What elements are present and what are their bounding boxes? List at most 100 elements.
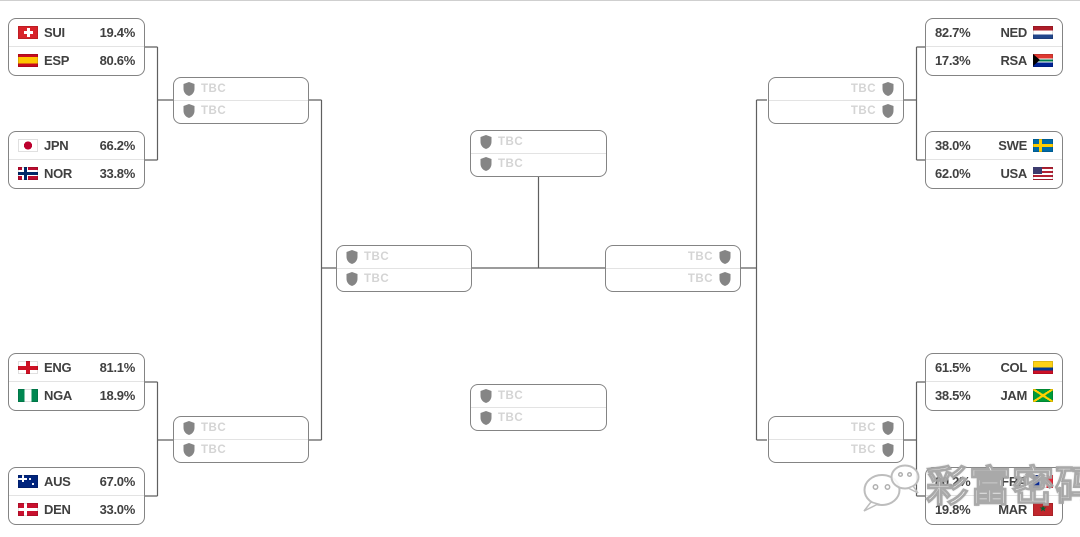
- win-probability: 19.8%: [935, 501, 971, 517]
- flag-aus-icon: [18, 475, 38, 489]
- team-code: FRA: [1001, 474, 1027, 490]
- team-code: ENG: [44, 360, 72, 376]
- win-probability: 66.2%: [99, 138, 136, 154]
- team-row-swe: 38.0% SWE: [926, 132, 1062, 159]
- team-row-nga: NGA 18.9%: [9, 381, 144, 408]
- match-jpn-nor: JPN 66.2% NOR 33.8%: [8, 131, 145, 189]
- win-probability: 80.2%: [935, 474, 971, 490]
- semifinal-left: TBC TBC: [336, 245, 472, 292]
- team-row-usa: 62.0% USA: [926, 159, 1062, 186]
- shield-icon: [480, 156, 492, 171]
- tbc-row: TBC: [769, 438, 903, 461]
- tbc-row: TBC: [337, 267, 471, 290]
- win-probability: 33.0%: [99, 501, 136, 517]
- shield-icon: [480, 388, 492, 403]
- team-row-esp: ESP 80.6%: [9, 46, 144, 73]
- win-probability: 38.5%: [935, 387, 971, 403]
- flag-nor-icon: [18, 166, 38, 180]
- tbc-label: TBC: [201, 443, 227, 456]
- tbc-row: TBC: [174, 438, 308, 461]
- team-row-jam: 38.5% JAM: [926, 381, 1062, 408]
- win-probability: 67.0%: [99, 474, 136, 490]
- tbc-row: TBC: [471, 152, 606, 175]
- flag-eng-icon: [18, 361, 38, 375]
- tbc-label: TBC: [687, 272, 713, 285]
- semifinal-right: TBC TBC: [605, 245, 741, 292]
- tbc-row: TBC: [606, 246, 740, 268]
- match-fra-mar: 80.2% FRA 19.8% MAR: [925, 467, 1063, 525]
- team-code: COL: [1000, 360, 1027, 376]
- flag-jam-icon: [1033, 388, 1053, 402]
- shield-icon: [480, 134, 492, 149]
- team-row-col: 61.5% COL: [926, 354, 1062, 381]
- match-ned-rsa: 82.7% NED 17.3% RSA: [925, 18, 1063, 76]
- flag-jpn-icon: [18, 139, 38, 153]
- tbc-label: TBC: [364, 250, 390, 263]
- shield-icon: [882, 420, 894, 435]
- team-code: SUI: [44, 25, 65, 41]
- team-code: JAM: [1000, 387, 1027, 403]
- shield-icon: [183, 81, 195, 96]
- match-swe-usa: 38.0% SWE 62.0% USA: [925, 131, 1063, 189]
- match-sui-esp: SUI 19.4% ESP 80.6%: [8, 18, 145, 76]
- tbc-label: TBC: [201, 82, 227, 95]
- match-eng-nga: ENG 81.1% NGA 18.9%: [8, 353, 145, 411]
- flag-ned-icon: [1033, 26, 1053, 40]
- win-probability: 18.9%: [99, 387, 136, 403]
- tbc-row: TBC: [174, 99, 308, 122]
- tbc-row: TBC: [337, 246, 471, 268]
- shield-icon: [882, 442, 894, 457]
- quarterfinal-left-bottom: TBC TBC: [173, 416, 309, 463]
- flag-fra-icon: [1033, 475, 1053, 489]
- flag-col-icon: [1033, 361, 1053, 375]
- team-row-den: DEN 33.0%: [9, 495, 144, 522]
- win-probability: 80.6%: [99, 52, 136, 68]
- top-border-line: [0, 0, 1080, 1]
- quarterfinal-right-top: TBC TBC: [768, 77, 904, 124]
- tbc-label: TBC: [850, 421, 876, 434]
- shield-icon: [882, 103, 894, 118]
- tbc-label: TBC: [201, 104, 227, 117]
- tbc-label: TBC: [498, 389, 524, 402]
- team-code: RSA: [1000, 52, 1027, 68]
- shield-icon: [719, 271, 731, 286]
- shield-icon: [480, 410, 492, 425]
- tbc-row: TBC: [769, 99, 903, 122]
- win-probability: 33.8%: [99, 165, 136, 181]
- team-code: AUS: [44, 474, 71, 490]
- win-probability: 82.7%: [935, 25, 971, 41]
- tbc-label: TBC: [364, 272, 390, 285]
- tbc-label: TBC: [498, 157, 524, 170]
- team-code: DEN: [44, 501, 71, 517]
- tbc-row: TBC: [471, 385, 606, 407]
- tbc-row: TBC: [174, 78, 308, 100]
- flag-mar-icon: [1033, 502, 1053, 516]
- win-probability: 81.1%: [99, 360, 136, 376]
- win-probability: 19.4%: [99, 25, 136, 41]
- win-probability: 62.0%: [935, 165, 971, 181]
- tbc-label: TBC: [687, 250, 713, 263]
- shield-icon: [183, 420, 195, 435]
- team-row-rsa: 17.3% RSA: [926, 46, 1062, 73]
- team-row-nor: NOR 33.8%: [9, 159, 144, 186]
- team-code: ESP: [44, 52, 70, 68]
- shield-icon: [882, 81, 894, 96]
- match-col-jam: 61.5% COL 38.5% JAM: [925, 353, 1063, 411]
- tbc-label: TBC: [498, 135, 524, 148]
- team-code: NOR: [44, 165, 72, 181]
- tbc-row: TBC: [769, 417, 903, 439]
- shield-icon: [346, 271, 358, 286]
- team-code: MAR: [998, 501, 1027, 517]
- tbc-label: TBC: [850, 82, 876, 95]
- shield-icon: [346, 249, 358, 264]
- match-aus-den: AUS 67.0% DEN 33.0%: [8, 467, 145, 525]
- flag-den-icon: [18, 502, 38, 516]
- team-row-mar: 19.8% MAR: [926, 495, 1062, 522]
- quarterfinal-right-bottom: TBC TBC: [768, 416, 904, 463]
- tbc-row: TBC: [769, 78, 903, 100]
- win-probability: 17.3%: [935, 52, 971, 68]
- team-row-sui: SUI 19.4%: [9, 19, 144, 46]
- third-place-match: TBC TBC: [470, 384, 607, 431]
